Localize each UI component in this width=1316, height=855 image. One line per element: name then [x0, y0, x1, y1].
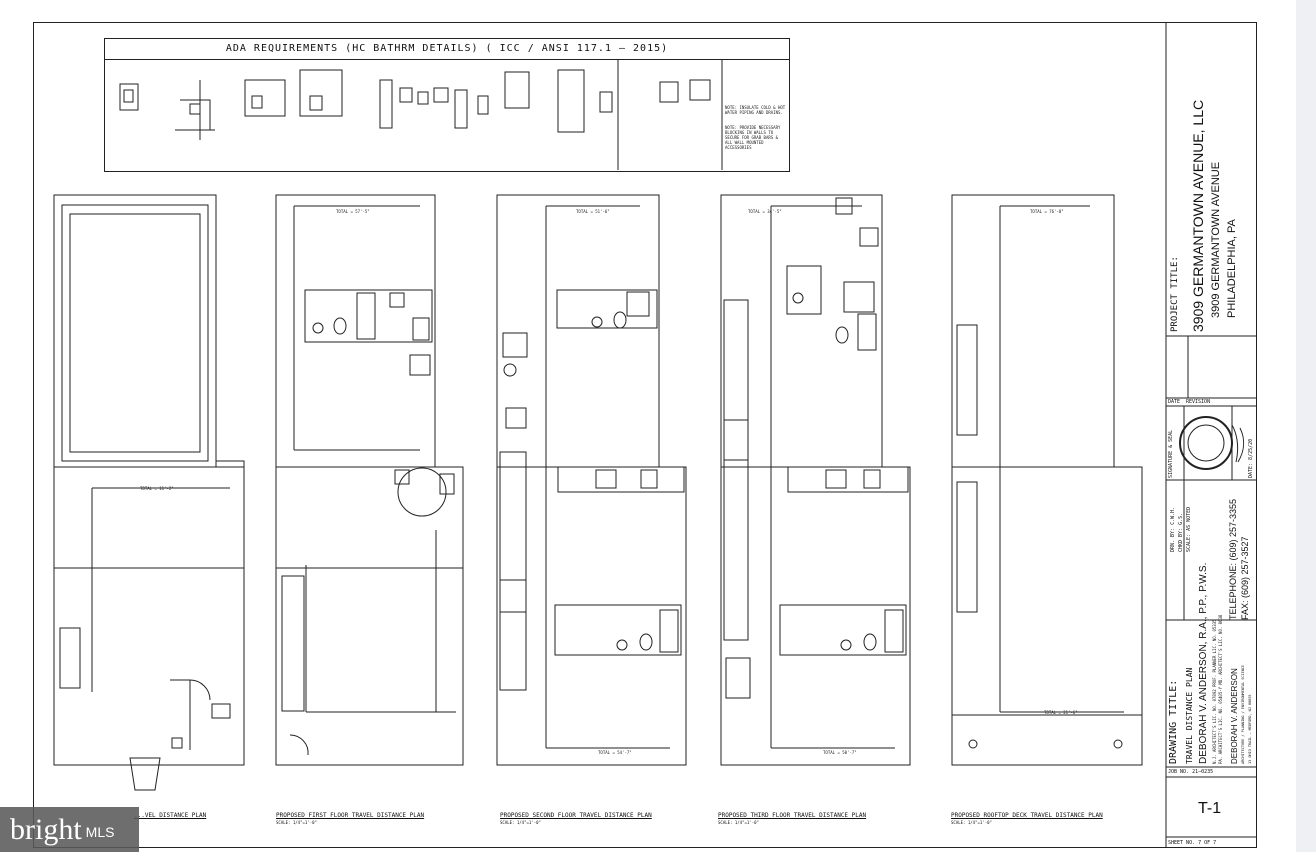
plan-third-floor [720, 194, 911, 766]
architect-name: DEBORAH V. ANDERSON, R.A., P.P., P.W.S. [1198, 562, 1209, 764]
caption-first-floor: PROPOSED FIRST FLOOR TRAVEL DISTANCE PLA… [276, 812, 425, 819]
plan-first-floor [275, 194, 464, 766]
drawing-title: TRAVEL DISTANCE PLAN [1185, 667, 1194, 764]
third-floor-dimension-bottom: TOTAL = 50'-7" [823, 750, 857, 755]
architect-license-1: N.J. ARCHITECT'S LIC. NO. 07892 PROF. PL… [1212, 619, 1217, 765]
ada-title: ADA REQUIREMENTS (HC BATHRM DETAILS) ( I… [105, 39, 789, 60]
scale-third-floor: SCALE: 1/4"=1'-0" [718, 820, 759, 825]
scale-note: SCALE: AS NOTED [1186, 506, 1192, 552]
roof-dimension-bottom: TOTAL = 21'-6" [1044, 710, 1078, 715]
ada-note-insulate: NOTE: INSULATE COLD & HOT WATER PIPING A… [725, 105, 786, 115]
caption-basement: ...VEL DISTANCE PLAN [134, 812, 207, 819]
caption-roof-deck: PROPOSED ROOFTOP DECK TRAVEL DISTANCE PL… [951, 812, 1103, 819]
watermark-brand: bright [10, 813, 82, 846]
signature-seal-label: SIGNATURE & SEAL [1168, 429, 1174, 478]
caption-third-floor: PROPOSED THIRD FLOOR TRAVEL DISTANCE PLA… [718, 812, 867, 819]
revision-label: REVISION [1186, 399, 1211, 405]
architect-license-2: PA. ARCHITECT'S LIC. NO. 05405-Y MD. ARC… [1218, 614, 1223, 764]
fax: FAX: (609) 257-3527 [1240, 536, 1250, 620]
drawn-by: DRN. BY: C.W.H. [1170, 506, 1176, 552]
project-address-2: PHILADELPHIA, PA [1226, 219, 1238, 318]
title-block-lines [1165, 22, 1257, 848]
watermark-suffix: MLS [85, 823, 115, 840]
firm-name: DEBORAH V. ANDERSON [1230, 668, 1239, 764]
project-title-label: PROJECT TITLE: [1170, 256, 1180, 332]
second-floor-dimension-top: TOTAL = 51'-6" [576, 209, 610, 214]
project-address-1: 3909 GERMANTOWN AVENUE [1210, 161, 1222, 318]
drawing-title-label: DRAWING TITLE: [1168, 679, 1179, 764]
scale-second-floor: SCALE: 1/4"=1'-0" [500, 820, 541, 825]
firm-subtitle: ARCHITECTURE / PLANNING / ENVIRONMENTAL … [1241, 664, 1245, 764]
plan-second-floor [496, 194, 687, 766]
plan-basement [53, 194, 245, 791]
second-floor-dimension-bottom: TOTAL = 54'-7" [598, 750, 632, 755]
scale-roof-deck: SCALE: 1/4"=1'-0" [951, 820, 992, 825]
plan-roof-deck [951, 194, 1143, 766]
drawing-sheet-border [33, 22, 1257, 848]
caption-second-floor: PROPOSED SECOND FLOOR TRAVEL DISTANCE PL… [500, 812, 652, 819]
first-floor-dimension: TOTAL = 57'-5" [336, 209, 370, 214]
ada-requirements-panel: ADA REQUIREMENTS (HC BATHRM DETAILS) ( I… [104, 38, 790, 172]
telephone: TELEPHONE: (609) 257-3355 [1228, 498, 1238, 620]
date-label: DATE [1168, 399, 1181, 405]
third-floor-dimension-top: TOTAL = 34'-5" [748, 209, 782, 214]
sheet-number: SHEET NO. 7 OF 7 [1168, 840, 1217, 846]
checked-by: CHKD BY: G.S. [1178, 512, 1184, 552]
architect-seal [1179, 416, 1233, 470]
date-value: DATE: 8/25/20 [1248, 438, 1254, 478]
basement-dimension: TOTAL = 11'-2" [140, 486, 174, 491]
scale-first-floor: SCALE: 1/4"=1'-0" [276, 820, 317, 825]
job-number: JOB NO. 21–0235 [1168, 769, 1214, 775]
ada-detail-sketches [119, 60, 723, 170]
ada-note-blocking: NOTE: PROVIDE NECESSARY BLOCKING IN WALL… [725, 125, 781, 150]
sheet-id: T-1 [1198, 800, 1222, 817]
firm-address: 13 OHIO TRAIL – MEDFORD, NJ 08055 [1248, 694, 1252, 764]
window-edge-strip [1296, 0, 1316, 852]
project-name: 3909 GERMANTOWN AVENUE, LLC [1190, 99, 1206, 332]
roof-dimension-top: TOTAL = 76'-0" [1030, 209, 1064, 214]
